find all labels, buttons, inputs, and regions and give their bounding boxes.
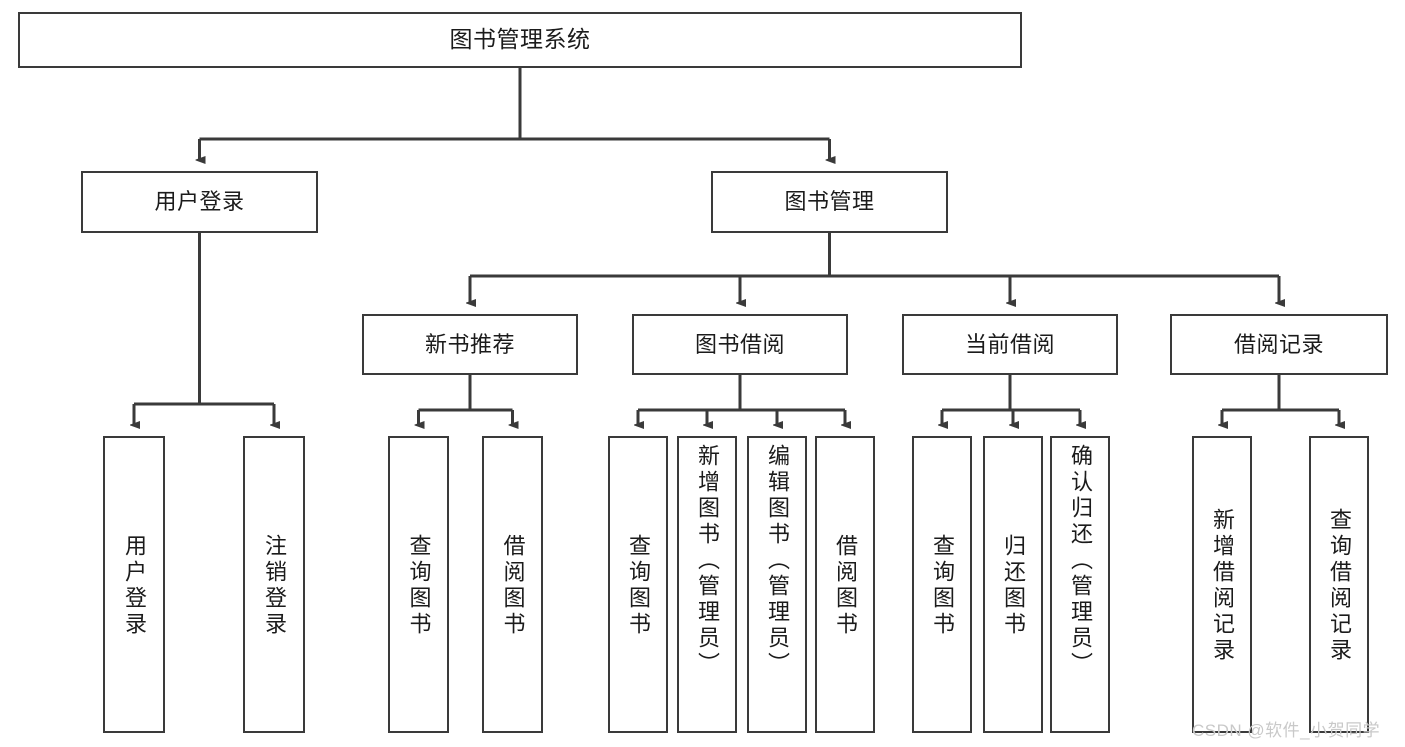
leaf-add-book-admin[interactable]: 新增图书（管理员）	[677, 436, 737, 733]
leaf-node-label: 确认归还（管理员）	[1068, 444, 1093, 678]
node-current-borrow[interactable]: 当前借阅	[902, 314, 1118, 375]
node-user-login-label: 用户登录	[154, 189, 245, 215]
leaf-user-login[interactable]: 用户登录	[103, 436, 165, 733]
node-new-book-recommend[interactable]: 新书推荐	[362, 314, 578, 375]
leaf-borrow-book[interactable]: 借阅图书	[482, 436, 543, 733]
node-root[interactable]: 图书管理系统	[18, 12, 1022, 68]
leaf-node-label: 查询图书	[626, 533, 651, 638]
node-borrow-record[interactable]: 借阅记录	[1170, 314, 1388, 375]
node-book-borrow[interactable]: 图书借阅	[632, 314, 848, 375]
leaf-node-label: 新增借阅记录	[1210, 507, 1235, 664]
leaf-user-logout[interactable]: 注销登录	[243, 436, 305, 733]
node-user-login[interactable]: 用户登录	[81, 171, 318, 233]
leaf-node-label: 用户登录	[122, 533, 147, 638]
leaf-node-label: 借阅图书	[833, 533, 858, 638]
leaf-node-label: 查询借阅记录	[1327, 507, 1352, 664]
leaf-node-label: 注销登录	[262, 533, 287, 638]
leaf-node-label: 借阅图书	[500, 533, 526, 638]
node-root-label: 图书管理系统	[449, 26, 591, 53]
node-book-borrow-label: 图书借阅	[694, 331, 785, 357]
leaf-query-borrow-record[interactable]: 查询借阅记录	[1309, 436, 1369, 733]
node-book-management[interactable]: 图书管理	[711, 171, 948, 233]
leaf-confirm-return-admin[interactable]: 确认归还（管理员）	[1050, 436, 1110, 733]
leaf-borrow-book[interactable]: 借阅图书	[815, 436, 875, 733]
leaf-node-label: 新增图书（管理员）	[695, 444, 720, 678]
leaf-node-label: 编辑图书（管理员）	[765, 444, 790, 678]
leaf-node-label: 查询图书	[406, 533, 432, 638]
node-borrow-record-label: 借阅记录	[1233, 331, 1324, 357]
leaf-node-label: 查询图书	[930, 533, 955, 638]
node-current-borrow-label: 当前借阅	[964, 331, 1055, 357]
node-book-management-label: 图书管理	[784, 189, 875, 215]
leaf-node-label: 归还图书	[1001, 533, 1026, 638]
leaf-query-book[interactable]: 查询图书	[912, 436, 972, 733]
leaf-add-borrow-record[interactable]: 新增借阅记录	[1192, 436, 1252, 733]
leaf-query-book[interactable]: 查询图书	[608, 436, 668, 733]
node-new-book-recommend-label: 新书推荐	[424, 331, 515, 357]
leaf-query-book[interactable]: 查询图书	[388, 436, 449, 733]
leaf-edit-book-admin[interactable]: 编辑图书（管理员）	[747, 436, 807, 733]
leaf-return-book[interactable]: 归还图书	[983, 436, 1043, 733]
